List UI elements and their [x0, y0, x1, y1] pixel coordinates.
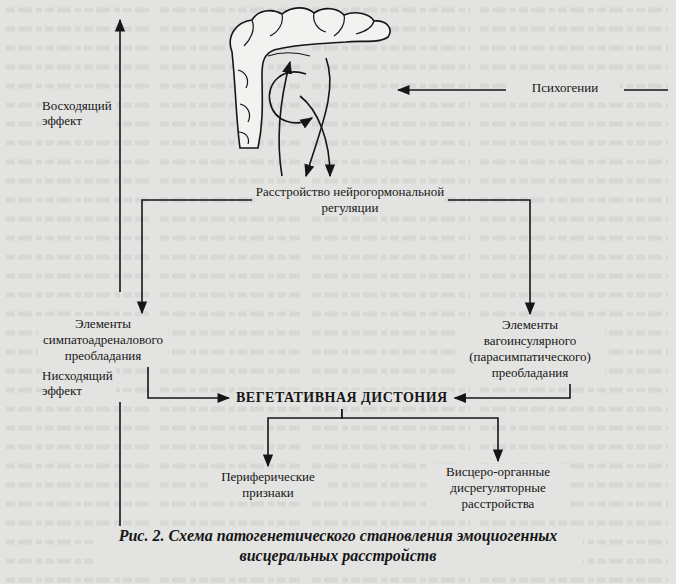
connector-arrow	[148, 367, 229, 398]
ascending-arrow	[119, 20, 121, 292]
source-label: Психогении	[510, 80, 620, 96]
figure-caption: Рис. 2. Схема патогенетического становле…	[93, 526, 583, 566]
outcome-node: Висцеро-органные дисрегуляторные расстро…	[428, 464, 568, 512]
branch-node: Элементы вагоинсулярного (парасимпатичес…	[455, 317, 605, 381]
brain-illustration	[230, 8, 390, 176]
node-text: ВЕГЕТАТИВНАЯ ДИСТОНИЯ	[233, 390, 451, 406]
result-node: ВЕГЕТАТИВНАЯ ДИСТОНИЯ	[233, 390, 451, 406]
node-text: Элементы симпатоадреналового преобладани…	[38, 316, 168, 364]
connector-arrow	[268, 409, 342, 466]
node-text: Элементы вагоинсулярного (парасимпатичес…	[455, 317, 605, 381]
node-text: Периферические признаки	[208, 469, 328, 501]
node-text: Расстройство нейрогормональной регуляции	[255, 184, 445, 216]
connector-arrow	[448, 200, 530, 314]
connector-arrow	[455, 384, 570, 398]
effect-label: Восходящий эффект	[42, 98, 116, 128]
descending-arrow	[119, 402, 121, 546]
branch-node: Элементы симпатоадреналового преобладани…	[38, 316, 168, 364]
input-arrow	[398, 89, 506, 91]
effect-label: Нисходящий эффект	[42, 368, 116, 398]
outcome-node: Периферические признаки	[208, 469, 328, 501]
input-arrow-tail	[624, 89, 668, 91]
node-text: Психогении	[510, 80, 620, 96]
connector-arrow	[142, 200, 252, 313]
node-text: Висцеро-органные дисрегуляторные расстро…	[428, 464, 568, 512]
process-node: Расстройство нейрогормональной регуляции	[255, 184, 445, 216]
connector-arrow	[342, 409, 498, 461]
